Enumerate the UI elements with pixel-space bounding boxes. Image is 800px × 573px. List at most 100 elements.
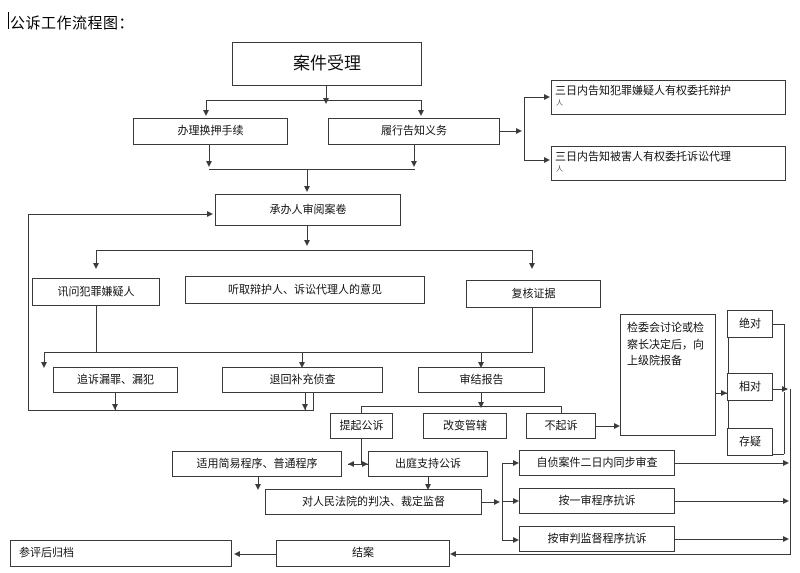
arrow-first-instance-out — [783, 498, 789, 504]
arrow-supp-charge-down — [112, 404, 118, 410]
edge-evidence-down — [532, 308, 533, 352]
edge-return-inv-down — [305, 393, 306, 411]
node-court-support-prosecution[interactable]: 出庭支持公诉 — [368, 451, 488, 477]
edge-split-right-drop — [421, 100, 422, 110]
edge-row5-left-drop — [361, 406, 362, 413]
edge-supp-charge-down — [115, 393, 116, 411]
arrow-to-verify-evidence — [529, 263, 535, 269]
node-notice-suspect-defense[interactable]: 三日内告知犯罪嫌疑人有权委托辩护 人 — [551, 80, 786, 115]
edge-row3-split-bar — [96, 250, 533, 251]
node-archive-after-review[interactable]: 参评后归档 — [10, 540, 232, 567]
arrow-final-report-down — [478, 402, 484, 408]
node-outcome-relative[interactable]: 相对 — [727, 373, 773, 401]
node-committee-discussion[interactable]: 检委会讨论或检察长决定后，向上级院报备 — [620, 314, 716, 436]
edge-relative-out — [773, 389, 787, 390]
edge-accept-down — [326, 86, 327, 100]
edge-self-invest-out — [675, 463, 783, 464]
arrow-to-return-investigation — [299, 362, 305, 368]
edge-feedback-into-review — [28, 214, 207, 215]
arrow-review-down — [304, 240, 310, 246]
edge-duty-right — [500, 131, 516, 132]
edge-duty-to-notice1 — [524, 97, 544, 98]
edge-row5-split-bar — [361, 406, 561, 407]
arrow-custody-down — [206, 161, 212, 167]
edge-bus-to-close-case — [456, 554, 791, 555]
edge-row5-right-drop — [561, 406, 562, 413]
edge-feedback-right-up — [313, 393, 314, 411]
edge-apply-down — [258, 477, 259, 486]
node-notice-suspect-defense-sub: 人 — [556, 99, 563, 107]
edge-first-instance-out — [675, 501, 783, 502]
node-self-investigation-review[interactable]: 自侦案件二日内同步审查 — [519, 450, 675, 476]
arrow-feedback-into-review — [207, 211, 213, 217]
node-notice-victim-agent-sub: 人 — [556, 165, 563, 173]
arrow-to-transfer-custody — [203, 110, 209, 116]
arrow-to-notice-suspect — [544, 94, 550, 100]
edge-row4-right-drop — [481, 352, 482, 363]
edge-fan-to-supervision-appeal — [502, 540, 513, 541]
edge-right-main-bus — [790, 389, 791, 554]
node-first-instance-appeal[interactable]: 按一审程序抗诉 — [519, 488, 675, 514]
node-case-acceptance[interactable]: 案件受理 — [232, 42, 422, 86]
edge-merge-to-review — [307, 169, 308, 186]
node-verify-evidence[interactable]: 复核证据 — [466, 280, 601, 308]
node-handler-review-file[interactable]: 承办人审阅案卷 — [215, 194, 401, 226]
node-notice-suspect-defense-label: 三日内告知犯罪嫌疑人有权委托辩护 — [555, 84, 731, 97]
node-supplementary-charge[interactable]: 追诉漏罪、漏犯 — [53, 367, 178, 393]
node-trial-supervision-appeal[interactable]: 按审判监督程序抗诉 — [519, 526, 675, 552]
arrow-accept-down — [323, 98, 329, 104]
text-caret — [8, 12, 9, 29]
arrow-return-inv-down — [302, 404, 308, 410]
node-close-case[interactable]: 结案 — [276, 540, 450, 567]
edge-right-collector-bottom — [784, 392, 785, 454]
node-final-report[interactable]: 审结报告 — [418, 367, 545, 393]
arrow-supervise-right — [494, 499, 500, 505]
node-supervise-court-judgment[interactable]: 对人民法院的判决、裁定监督 — [265, 489, 482, 515]
edge-duty-down — [414, 145, 415, 163]
arrow-to-self-investigation — [513, 460, 519, 466]
arrow-to-supplementary-charge — [41, 362, 47, 368]
edge-row3-right-drop — [532, 250, 533, 264]
edge-supervise-right — [482, 502, 494, 503]
node-notice-victim-agent[interactable]: 三日内告知被害人有权委托诉讼代理 人 — [551, 146, 786, 181]
node-hear-defense-opinion[interactable]: 听取辩护人、诉讼代理人的意见 — [185, 276, 425, 304]
arrow-bus-into-close-case — [450, 551, 456, 557]
arrow-to-notify-duty — [418, 110, 424, 116]
edge-merge-bar-review — [209, 169, 415, 170]
edge-absolute-out — [773, 324, 784, 325]
edge-final-report-down — [481, 393, 482, 404]
edge-row4-split-bar — [44, 352, 533, 353]
node-transfer-custody[interactable]: 办理换押手续 — [133, 118, 288, 145]
arrow-to-supervision-appeal — [513, 537, 519, 543]
edge-fan-to-first-instance — [502, 501, 513, 502]
node-return-for-investigation[interactable]: 退回补充侦查 — [222, 367, 383, 393]
edge-review-down — [307, 226, 308, 242]
node-notification-duty[interactable]: 履行告知义务 — [328, 118, 500, 145]
node-apply-procedure[interactable]: 适用简易程序、普通程序 — [172, 451, 342, 477]
edge-court-down — [428, 477, 429, 486]
edge-supervision-appeal-out — [675, 539, 783, 540]
arrow-self-invest-out — [783, 460, 789, 466]
node-interrogate-suspect[interactable]: 讯问犯罪嫌疑人 — [32, 278, 160, 306]
page-title: 公诉工作流程图： — [10, 14, 135, 32]
node-outcome-absolute[interactable]: 绝对 — [727, 310, 773, 338]
arrow-to-first-instance-appeal — [513, 498, 519, 504]
edge-row4-mid-drop — [302, 352, 303, 363]
node-change-jurisdiction[interactable]: 改变管辖 — [423, 413, 507, 439]
edge-duty-to-notice2 — [524, 160, 544, 161]
node-outcome-doubtful[interactable]: 存疑 — [727, 428, 773, 456]
arrow-relative-into-bus — [782, 386, 788, 392]
arrow-duty-right — [516, 128, 522, 134]
edge-initiate-fan-right — [362, 464, 372, 465]
arrow-close-to-archive — [234, 551, 240, 557]
edge-feedback-left-vert — [28, 214, 29, 410]
node-non-prosecution[interactable]: 不起诉 — [526, 413, 596, 439]
edge-custody-down — [209, 145, 210, 163]
arrow-apply-down — [255, 484, 261, 490]
node-initiate-prosecution[interactable]: 提起公诉 — [330, 413, 393, 439]
arrow-court-down — [425, 484, 431, 490]
edge-right-collector-top — [784, 324, 785, 389]
edge-row3-left-drop — [96, 250, 97, 264]
arrow-committee-right — [721, 390, 727, 396]
